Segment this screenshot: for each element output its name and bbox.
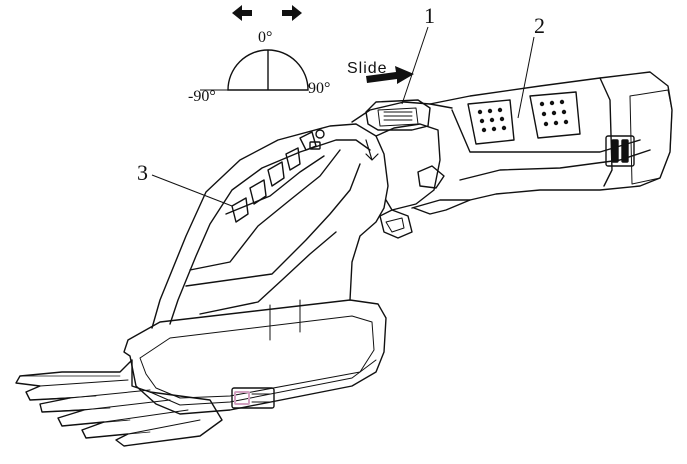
slide-switch [365,99,431,131]
angle-semicircle [227,49,309,91]
arrow-right-icon [282,5,302,21]
callout-3: 3 [137,160,148,185]
shear-blade [15,359,223,447]
callout-1: 1 [424,3,435,28]
grip-pad-2 [529,91,581,139]
angle-label-left: -90° [188,88,216,105]
blade-lock-tab [231,387,275,409]
slide-label: Slide [347,60,388,77]
grip-pad-1 [467,99,515,145]
slide-arrow-icon [366,66,414,84]
direction-arrow-icon [365,139,379,161]
leader-line-2 [517,36,535,119]
angle-label-right: 90° [308,80,330,97]
callouts: 1 2 3 [137,3,545,207]
leader-line-3 [151,174,233,207]
tool-head [151,123,389,341]
tool-neck [351,101,453,211]
tool-handle [413,71,673,215]
tool-illustration [15,71,673,447]
leader-line-1 [401,26,429,105]
rotation-indicator: 0° -90° 90° [188,5,330,105]
blade-housing [123,299,387,415]
arrow-left-icon [232,5,252,21]
slide-indicator: Slide [347,60,414,84]
angle-label-top: 0° [258,29,272,46]
trigger-assembly [379,165,471,239]
callout-2: 2 [534,13,545,38]
pink-marker [234,391,250,405]
